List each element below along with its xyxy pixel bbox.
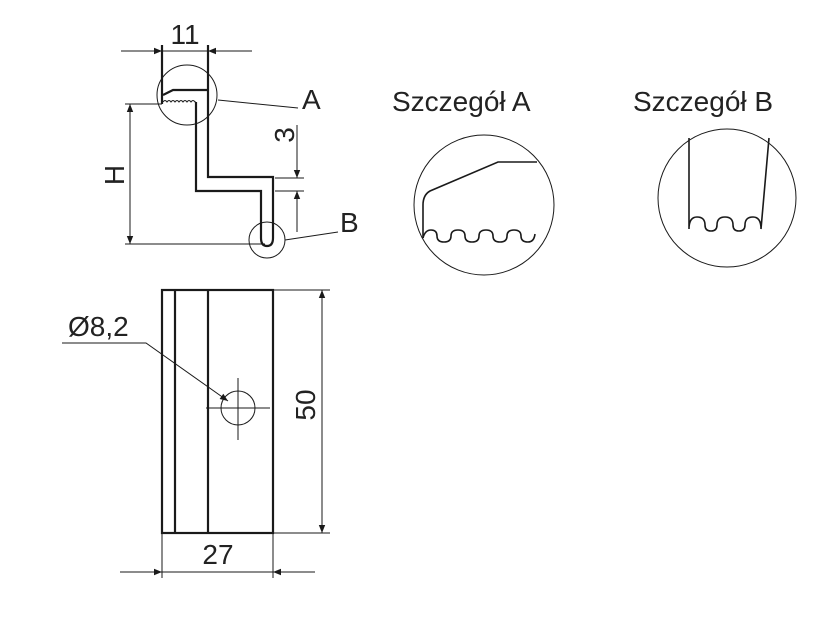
profile-top-bevel [162, 88, 207, 96]
detail-a-circle [156, 64, 218, 126]
detail-b-leader [284, 231, 339, 241]
detail-a-view: Szczegół A [392, 86, 555, 276]
front-view: Ø8,2 50 27 [62, 288, 330, 578]
hole-leader [62, 342, 229, 402]
dim-width-bottom-label: 27 [202, 539, 233, 570]
detail-b-profile [688, 137, 770, 232]
profile-view: 11 A H 3 B [99, 19, 359, 259]
detail-b-marker: B [340, 207, 359, 238]
detail-b-title: Szczegół B [633, 86, 773, 117]
hole-diameter-label: Ø8,2 [68, 311, 129, 342]
dim-height-label: H [99, 165, 130, 185]
detail-a-serration [422, 229, 536, 243]
serrated-edge [162, 100, 196, 103]
detail-a-marker: A [302, 84, 321, 115]
dim-step-label: 3 [269, 127, 300, 143]
profile-outline [160, 45, 275, 248]
detail-a-leader [217, 99, 299, 109]
dim-length-label: 50 [290, 389, 321, 420]
detail-a-enlarged-circle [413, 134, 555, 276]
dim-width-top-label: 11 [170, 19, 199, 50]
detail-b-circle [248, 221, 286, 259]
detail-a-bevel-line [422, 161, 537, 238]
front-outline [160, 288, 275, 535]
detail-a-title: Szczegół A [392, 86, 531, 117]
detail-b-enlarged-circle [657, 128, 797, 268]
detail-b-view: Szczegół B [633, 86, 797, 268]
